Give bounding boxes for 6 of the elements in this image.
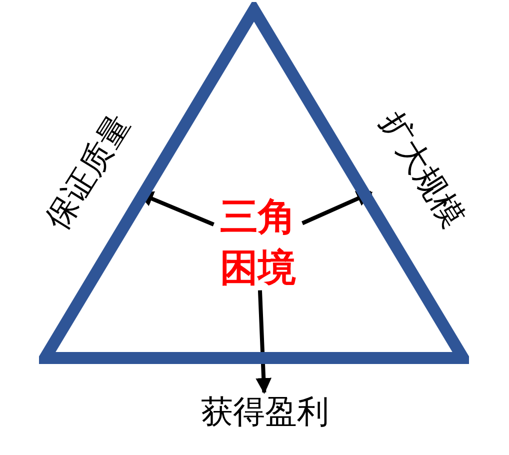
goal-label: 获得盈利	[201, 394, 329, 430]
goal-label: 扩大规模	[373, 106, 471, 234]
goal-label: 保证质量	[39, 108, 137, 236]
arrow	[256, 290, 272, 394]
center-title: 三角困境	[210, 192, 306, 294]
arrow	[302, 190, 373, 226]
